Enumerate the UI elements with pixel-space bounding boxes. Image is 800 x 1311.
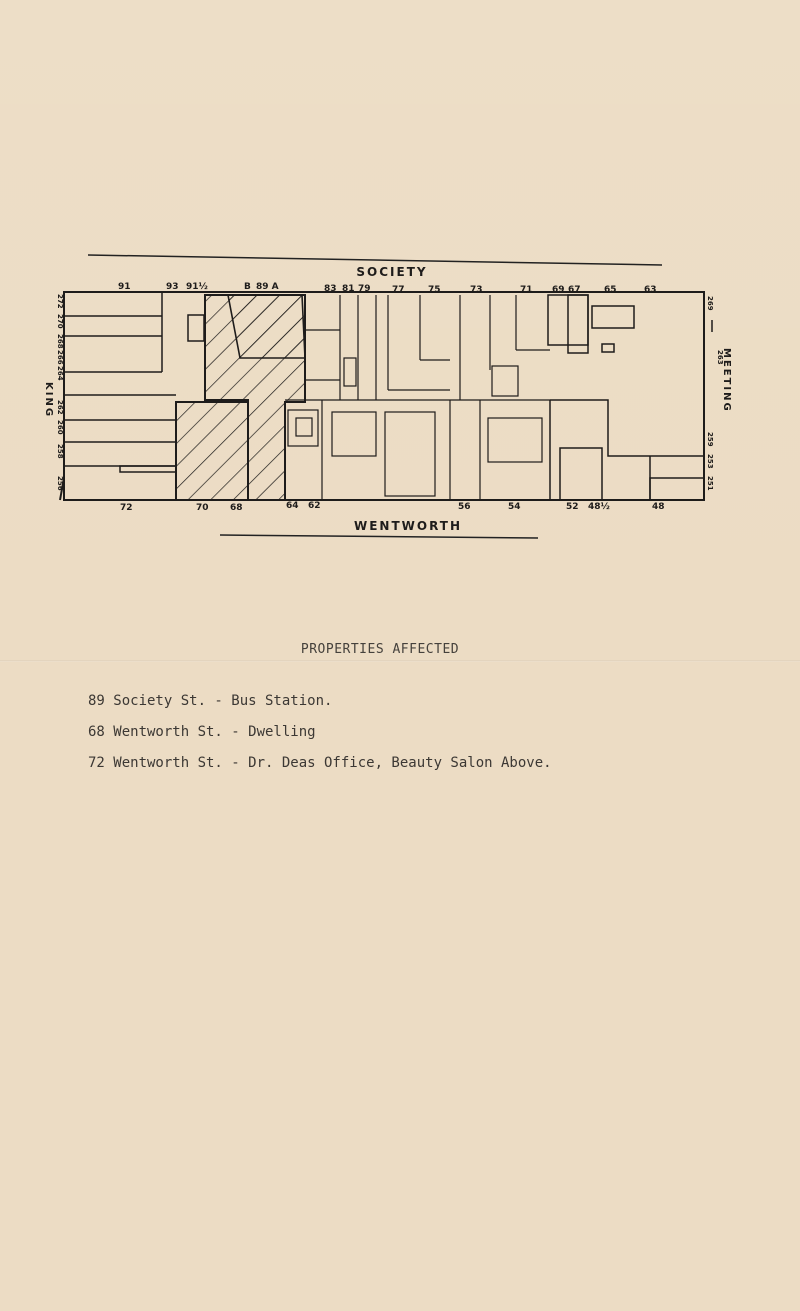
block-map-drawing: SOCIETY WENTWORTH KING MEETING — [43, 254, 732, 539]
house-number-72: 72 — [120, 503, 133, 513]
house-number-263: 263 — [716, 350, 724, 365]
street-label-meeting: MEETING — [721, 348, 732, 413]
parcels-king-street — [64, 292, 205, 473]
properties-list: 89 Society St. - Bus Station. 68 Wentwor… — [88, 686, 728, 779]
house-number-68: 68 — [230, 503, 243, 513]
house-number-63: 63 — [644, 285, 657, 295]
house-number-264: 264 — [56, 366, 64, 381]
house-number-69: 69 — [552, 285, 565, 295]
house-number-75: 75 — [428, 285, 441, 295]
house-number-91-half: 91½ — [186, 281, 208, 292]
house-number-258: 258 — [56, 444, 64, 459]
house-number-48: 48 — [652, 502, 665, 512]
block-map: SOCIETY WENTWORTH KING MEETING — [40, 240, 740, 560]
house-number-93: 93 — [166, 282, 179, 292]
house-number-56: 56 — [458, 502, 471, 512]
house-number-70: 70 — [196, 503, 209, 513]
house-number-77: 77 — [392, 285, 405, 295]
house-number-270: 270 — [56, 314, 64, 329]
house-number-259: 259 — [706, 432, 714, 447]
house-number-67: 67 — [568, 285, 581, 295]
parcel-70-68-wentworth-affected — [175, 401, 249, 501]
house-number-272: 272 — [56, 294, 64, 309]
society-street-line — [87, 254, 663, 266]
parcels-middle — [285, 295, 550, 500]
house-number-79: 79 — [358, 284, 371, 294]
house-number-269: 269 — [706, 296, 714, 311]
block-outline — [63, 291, 705, 501]
house-number-89a: 89 A — [256, 282, 279, 292]
house-number-262: 262 — [56, 400, 64, 415]
house-number-251: 251 — [706, 476, 714, 491]
street-label-wentworth: WENTWORTH — [354, 519, 462, 533]
house-number-62: 62 — [308, 501, 321, 511]
house-number-268: 268 — [56, 334, 64, 349]
list-item: 72 Wentworth St. - Dr. Deas Office, Beau… — [88, 755, 552, 771]
house-number-91: 91 — [118, 282, 131, 292]
house-number-266: 266 — [56, 350, 64, 365]
properties-affected-heading: PROPERTIES AFFECTED — [300, 642, 460, 657]
house-number-260: 260 — [56, 420, 64, 435]
parcels-meeting-street — [547, 294, 705, 501]
house-number-83: 83 — [324, 284, 337, 294]
house-number-52: 52 — [566, 502, 579, 512]
street-label-society: SOCIETY — [356, 265, 427, 279]
street-label-king: KING — [43, 382, 54, 418]
house-number-253: 253 — [706, 454, 714, 469]
house-number-256: 256 — [56, 476, 64, 491]
wentworth-street-line — [219, 534, 539, 539]
house-number-65: 65 — [604, 285, 617, 295]
house-number-b: B — [244, 282, 251, 292]
house-number-54: 54 — [508, 502, 521, 512]
house-number-64: 64 — [286, 501, 299, 511]
list-item: 89 Society St. - Bus Station. — [88, 693, 333, 709]
house-number-73: 73 — [470, 285, 483, 295]
page-fold — [0, 660, 800, 662]
house-number-71: 71 — [520, 285, 533, 295]
house-number-81: 81 — [342, 284, 355, 294]
list-item: 68 Wentworth St. - Dwelling — [88, 724, 316, 740]
house-number-48-half: 48½ — [588, 501, 610, 512]
